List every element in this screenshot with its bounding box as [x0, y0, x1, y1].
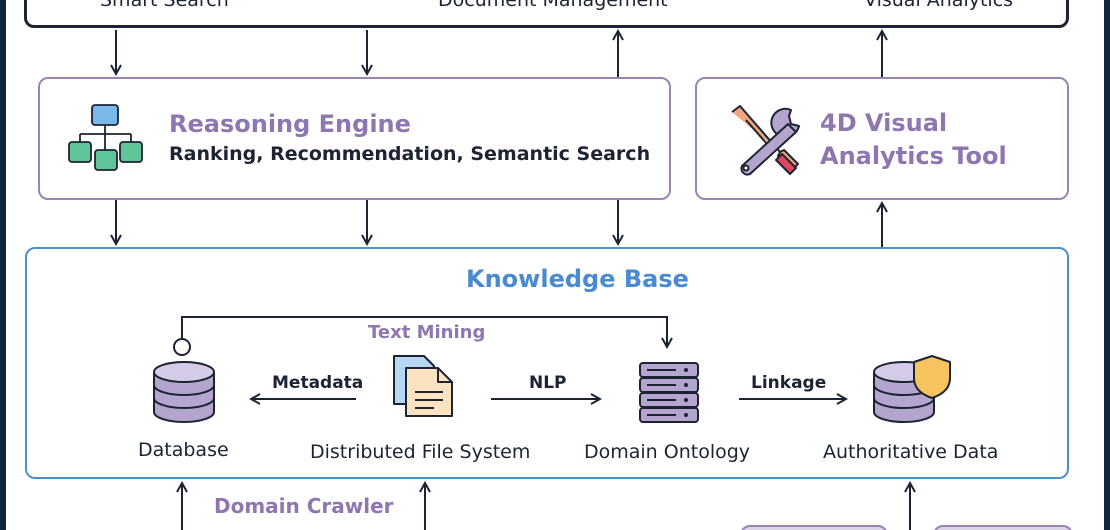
- connectors-layer: [68, 0, 951, 530]
- server-icon: [639, 362, 699, 423]
- text-mining-label: Text Mining: [368, 322, 486, 343]
- metadata-edge-label: Metadata: [272, 373, 364, 393]
- database-icon: [153, 361, 215, 423]
- authoritative-data-label: Authoritative Data: [823, 441, 999, 463]
- connector-origin-dot: [173, 338, 191, 356]
- dfs-label: Distributed File System: [310, 441, 531, 463]
- domain-ontology-label: Domain Ontology: [584, 441, 751, 463]
- wrench-screwdriver-icon: [731, 105, 800, 176]
- linkage-edge-label: Linkage: [751, 373, 827, 393]
- knowledge-base-title: Knowledge Base: [466, 265, 689, 293]
- applications-box: [24, 0, 1069, 28]
- secure-database-icon: [873, 355, 951, 423]
- connector-database-to-ontology: [181, 316, 667, 347]
- smart-search-label: Smart Search: [100, 0, 229, 11]
- architecture-diagram: Smart Search Document Management Visual …: [6, 0, 1104, 530]
- nlp-edge-label: NLP: [529, 373, 567, 393]
- document-management-label: Document Management: [438, 0, 668, 11]
- domain-crawler-label: Domain Crawler: [214, 494, 394, 518]
- hierarchy-icon: [68, 104, 143, 171]
- analytics-tool-box: [695, 77, 1069, 200]
- documents-icon: [393, 355, 453, 417]
- analytics-tool-title-line2: Analytics Tool: [820, 142, 1007, 170]
- visual-analytics-label: Visual Analytics: [864, 0, 1014, 11]
- reasoning-engine-title: Reasoning Engine: [169, 110, 411, 138]
- analytics-tool-title-line1: 4D Visual: [820, 109, 948, 137]
- reasoning-engine-box: [38, 77, 671, 200]
- reasoning-engine-subtitle: Ranking, Recommendation, Semantic Search: [169, 143, 651, 165]
- database-label: Database: [138, 439, 229, 461]
